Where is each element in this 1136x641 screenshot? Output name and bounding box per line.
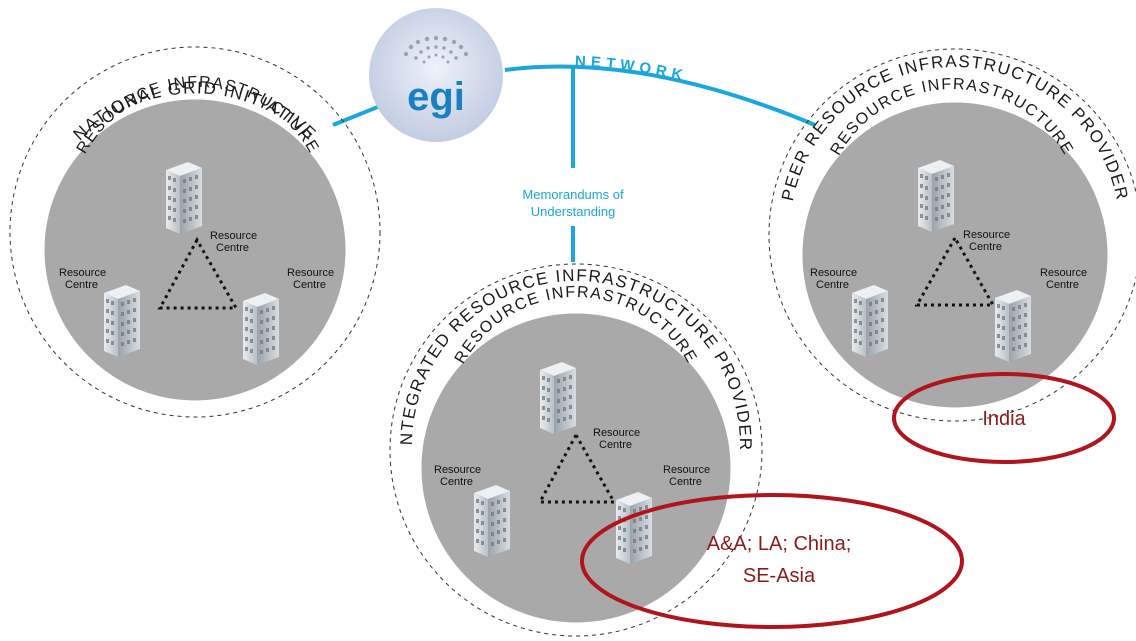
integrated-building-left <box>474 485 510 557</box>
ngi-rc-left-label: Resource <box>59 267 106 279</box>
india-label: India <box>982 408 1026 430</box>
asia-label-line2: SE-Asia <box>743 565 816 587</box>
integrated-dotted-triangle <box>537 431 617 504</box>
integrated-rc-top-label: Resource <box>593 427 640 439</box>
national-grid-initiative-group: NATIONAL GRID INITIATIVE RESOURCE INFRAS… <box>9 46 381 418</box>
peer-building-left <box>852 285 888 357</box>
network-arc <box>504 64 816 127</box>
ngi-rc-top-label: Resource <box>210 230 257 242</box>
peer-rc-left-label: Resource <box>810 267 857 279</box>
integrated-outer-boundary <box>389 263 763 637</box>
integrated-rc-left-label2: Centre <box>440 476 473 488</box>
peer-rc-right-label: Resource <box>1040 267 1087 279</box>
india-highlight-ellipse <box>892 372 1116 464</box>
integrated-rc-left-label: Resource <box>434 464 481 476</box>
peer-provider-group: PEER RESOURCE INFRASTRUCTURE PROVIDER RE… <box>768 48 1136 422</box>
ngi-outer-boundary <box>9 46 381 418</box>
peer-building-top <box>918 160 954 232</box>
peer-rc-top-label2: Centre <box>969 241 1002 253</box>
asia-highlight-ellipse <box>580 493 964 629</box>
egi-logo: egi <box>369 8 503 142</box>
egi-logo-text: egi <box>407 75 465 119</box>
ngi-rc-top-label2: Centre <box>216 242 249 254</box>
peer-rc-top-label: Resource <box>963 229 1010 241</box>
peer-rc-left-label2: Centre <box>816 279 849 291</box>
ngi-rc-left-label2: Centre <box>65 279 98 291</box>
integrated-building-top <box>540 362 576 434</box>
ngi-building-top <box>166 162 202 234</box>
integrated-rc-right-label2: Centre <box>669 476 702 488</box>
region-highlights: India A&A; LA; China; SE-Asia <box>580 372 1116 629</box>
mou-label-line2: Understanding <box>531 204 616 219</box>
svg-text:NETWORK: NETWORK <box>575 53 689 85</box>
ngi-rc-right-label2: Centre <box>293 279 326 291</box>
egi-logo-dots <box>403 35 469 64</box>
peer-building-right <box>995 290 1031 362</box>
integrated-rc-top-label2: Centre <box>599 439 632 451</box>
asia-label-line1: A&A; LA; China; <box>707 533 852 555</box>
integrated-rc-right-label: Resource <box>663 464 710 476</box>
ngi-building-left <box>104 285 140 357</box>
peer-rc-right-label2: Centre <box>1046 279 1079 291</box>
ngi-building-right <box>243 293 279 365</box>
integrated-building-right <box>616 492 652 564</box>
mou-label-line1: Memorandums of <box>522 187 624 202</box>
peer-dotted-triangle <box>914 234 996 307</box>
ngi-rc-right-label: Resource <box>287 267 334 279</box>
network-label: NETWORK <box>575 53 684 85</box>
peer-outer-boundary <box>768 48 1136 422</box>
